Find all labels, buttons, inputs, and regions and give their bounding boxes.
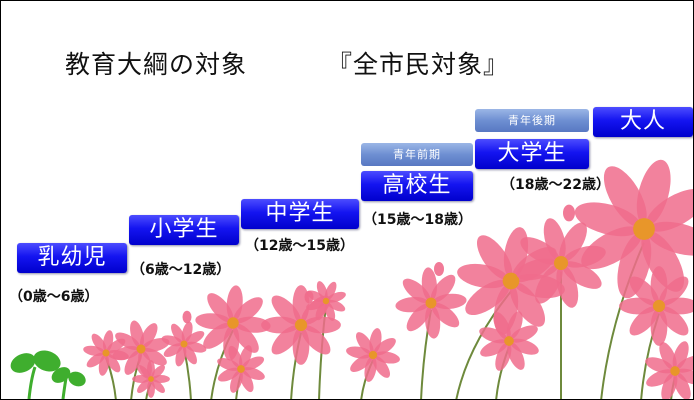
cosmos-flower-icon: [619, 266, 693, 346]
age-label-university: （18歳〜22歳）: [501, 177, 610, 193]
slide-subtitle: 『全市民対象』: [327, 50, 510, 79]
stage-box-high-school: 高校生: [361, 171, 473, 201]
stage-box-junior-high: 中学生: [241, 199, 359, 229]
cosmos-flower-icon: [217, 345, 265, 393]
flower-bud-icon: [182, 310, 192, 324]
phase-box-early-youth: 青年前期: [361, 143, 473, 166]
stage-box-infant: 乳幼児: [17, 243, 127, 273]
age-label-infant: （0歳〜6歳）: [9, 289, 99, 305]
stage-box-university: 大学生: [475, 139, 589, 169]
cosmos-flower-icon: [479, 311, 539, 371]
cosmos-flower-icon: [132, 360, 170, 398]
flower-bud-icon: [304, 290, 314, 304]
slide-title: 教育大綱の対象: [65, 50, 248, 79]
flower-bud-icon: [434, 262, 444, 276]
age-label-elementary: （6歳〜12歳）: [131, 262, 231, 278]
cosmos-flower-icon: [346, 328, 400, 382]
cosmos-flower-icon: [645, 341, 693, 399]
cosmos-flower-icon: [161, 321, 207, 367]
sprout-icon: [10, 350, 86, 399]
age-label-high-school: （15歳〜18歳）: [363, 212, 472, 228]
stage-box-adult: 大人: [593, 107, 693, 137]
stage-box-elementary: 小学生: [129, 215, 239, 245]
cosmos-flower-icon: [395, 267, 467, 339]
age-label-junior-high: （12歳〜15歳）: [245, 238, 354, 254]
flower-bud-icon: [563, 204, 575, 222]
cosmos-flower-icon: [261, 285, 341, 365]
phase-box-late-youth: 青年後期: [475, 109, 589, 132]
cosmos-flower-icon: [516, 218, 606, 308]
